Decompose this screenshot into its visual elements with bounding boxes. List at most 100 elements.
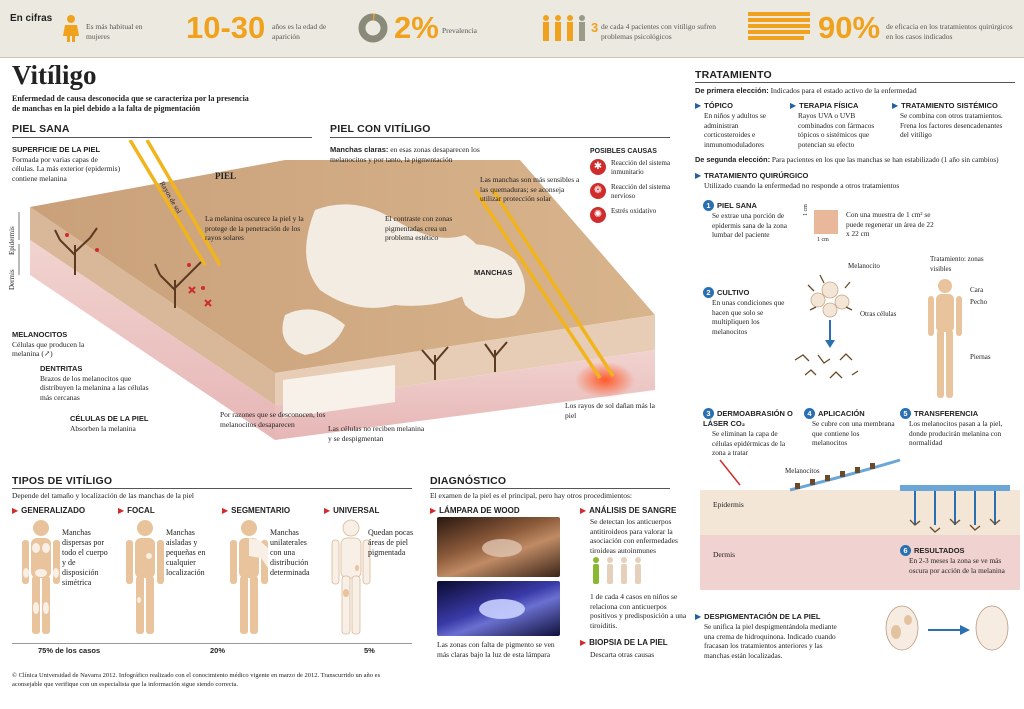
body-treatment-zones (928, 279, 962, 398)
body-generalizado (22, 520, 60, 634)
intro-text: Enfermedad de causa desconocida que se c… (12, 94, 249, 113)
tratamiento-zonas: Tratamiento: zonas visibles (930, 255, 984, 273)
diagnostico-sub: El examen de la piel es el principal, pe… (430, 491, 633, 500)
sistemico-title-row: ▶TRATAMIENTO SISTÉMICO (892, 101, 998, 110)
topico-title: TÓPICO (704, 101, 733, 110)
melanocitos-membrane-label: Melanocitos (785, 467, 820, 475)
epidermis-label: Epidermis (8, 226, 16, 255)
manchas-claras-text: en esas zonas desaparecen los melanocito… (330, 145, 480, 164)
fisica-title-row: ▶TERAPIA FÍSICA (790, 101, 859, 110)
tratamiento-heading: TRATAMIENTO (695, 69, 772, 81)
body-focal (126, 520, 164, 634)
stat-psico-value: 3 (591, 20, 599, 35)
sangre-text: Se detectan los anticuerpos antitiroideo… (590, 517, 678, 555)
epidermis-treat-label: Epidermis (713, 500, 744, 509)
tipo-text: Manchas aisladas y pequeñas en cualquier… (166, 528, 206, 577)
causa-label: Reacción del sistema nervioso (611, 183, 671, 200)
divider (430, 488, 670, 489)
superficie-text: Formada por varias capas de células. La … (12, 154, 121, 183)
footer: © Clínica Universidad de Navarra 2012. I… (12, 672, 381, 688)
biopsia-title: BIOPSIA DE LA PIEL (589, 638, 668, 647)
woman-icon (63, 15, 79, 42)
contraste-text: El contraste con zonas pigmentadas crea … (385, 214, 453, 242)
divider (12, 488, 412, 489)
despig-title-row: ▶DESPIGMENTACIÓN DE LA PIEL (695, 612, 821, 621)
sistemico-title: TRATAMIENTO SISTÉMICO (901, 101, 998, 110)
quirurgico-title-row: ▶TRATAMIENTO QUIRÚRGICO (695, 171, 809, 180)
divider (12, 137, 312, 138)
causa-item: ❁ Reacción del sistema nervioso (590, 183, 680, 200)
celulas-title: CÉLULAS DE LA PIEL (70, 414, 149, 423)
primera-label: De primera elección: (695, 86, 769, 95)
tipo-name: ▶FOCAL (118, 506, 155, 515)
sangre-title: ANÁLISIS DE SANGRE (589, 506, 677, 515)
melanocitos-block: MELANOCITOS Células que producen la mela… (12, 330, 102, 359)
sangre-title-row: ▶ANÁLISIS DE SANGRE (580, 506, 677, 515)
brain-icon: ❁ (590, 183, 606, 199)
wood-caption: Las zonas con falta de pigmento se ven m… (437, 640, 555, 659)
cm-label-v: 1 cm (803, 204, 809, 216)
page-title: Vitíligo (12, 60, 97, 90)
step2-title: CULTIVO (717, 288, 750, 297)
donut-icon (358, 13, 388, 43)
segunda-row: De segunda elección: Para pacientes en l… (695, 155, 999, 165)
segunda-text: Para pacientes en los que las manchas se… (771, 155, 999, 164)
step4-text: Se cubre con una membrana que contiene l… (812, 419, 895, 447)
stat-eficacia-value: 90% (818, 10, 881, 45)
piel-label: PIEL (215, 171, 237, 181)
manchas-label: MANCHAS (474, 268, 513, 277)
skin-block-illustration (18, 140, 655, 440)
efficacy-grid-icon (748, 12, 810, 40)
segunda-label: De segunda elección: (695, 155, 771, 164)
children-icon (593, 557, 641, 584)
piernas-label: Piernas (970, 353, 991, 361)
tipo-name-label: GENERALIZADO (21, 506, 86, 515)
melanina-text: La melanina oscurece la piel y la proteg… (205, 214, 304, 242)
no-reciben-text: Las células no reciben melanina y se des… (328, 424, 425, 443)
face-before-after (885, 605, 1009, 651)
transfer-illustration (700, 458, 1020, 590)
dentritas-block: DENTRITAS Brazos de los melanocitos que … (40, 364, 158, 402)
superficie-title: SUPERFICIE DE LA PIEL (12, 145, 101, 154)
stat-edad-value: 10-30 (186, 10, 266, 45)
causas-list: ✱ Reacción del sistema inmunitario ❁ Rea… (590, 159, 680, 223)
tipo-name: ▶SEGMENTARIO (222, 506, 291, 515)
cara-label: Cara (970, 286, 984, 294)
dentritas-text: Brazos de los melanocitos que distribuye… (40, 373, 149, 402)
tipo-name: ▶GENERALIZADO (12, 506, 86, 515)
causa-label: Reacción del sistema inmunitario (611, 159, 671, 176)
sistemico-text: Se combina con otros tratamientos. Frena… (900, 111, 1003, 139)
despig-text: Se unifica la piel despigmentándola medi… (704, 622, 837, 660)
despig-title: DESPIGMENTACIÓN DE LA PIEL (704, 612, 821, 621)
step1-title: PIEL SANA (717, 201, 757, 210)
divider (330, 137, 670, 138)
melanocito-label: Melanocito (848, 262, 880, 270)
step2-text: En unas condiciones que hacen que solo s… (712, 298, 785, 336)
manchas-claras-title: Manchas claras: (330, 145, 389, 154)
step6-title: RESULTADOS (914, 546, 965, 555)
stat-prevalencia-value: 2% (394, 10, 439, 45)
topico-title-row: ▶TÓPICO (695, 101, 733, 110)
primera-row: De primera elección: Indicados para el e… (695, 86, 917, 96)
piel-vitiligo-heading: PIEL CON VITÍLIGO (330, 123, 431, 135)
superficie-block: SUPERFICIE DE LA PIEL Formada por varias… (12, 145, 122, 183)
step6-text: En 2-3 meses la zona se ve más oscura po… (909, 556, 1005, 575)
divider (695, 82, 1015, 83)
topico-text: En niños y adultos se administran cortic… (704, 111, 767, 149)
dermis-treat-label: Dermis (713, 550, 736, 559)
melanocitos-text: Células que producen la melanina (↗) (12, 339, 85, 359)
celulas-text: Absorben la melanina (70, 423, 136, 433)
otras-label: Otras células (860, 310, 897, 318)
causa-label: Estrés oxidativo (611, 207, 657, 215)
step5-title: TRANSFERENCIA (914, 409, 979, 418)
causa-item: ✺ Estrés oxidativo (590, 207, 680, 223)
wood-title-row: ▶LÁMPARA DE WOOD (430, 506, 520, 515)
manchas-claras-block: Manchas claras: en esas zonas desaparece… (330, 145, 480, 164)
tipo-text: Manchas unilaterales con una distribució… (270, 528, 310, 577)
stat-psico-text: de cada 4 pacientes con vitíligo sufren … (601, 22, 716, 41)
step5-text: Los melanocitos pasan a la piel, donde p… (909, 419, 1003, 447)
